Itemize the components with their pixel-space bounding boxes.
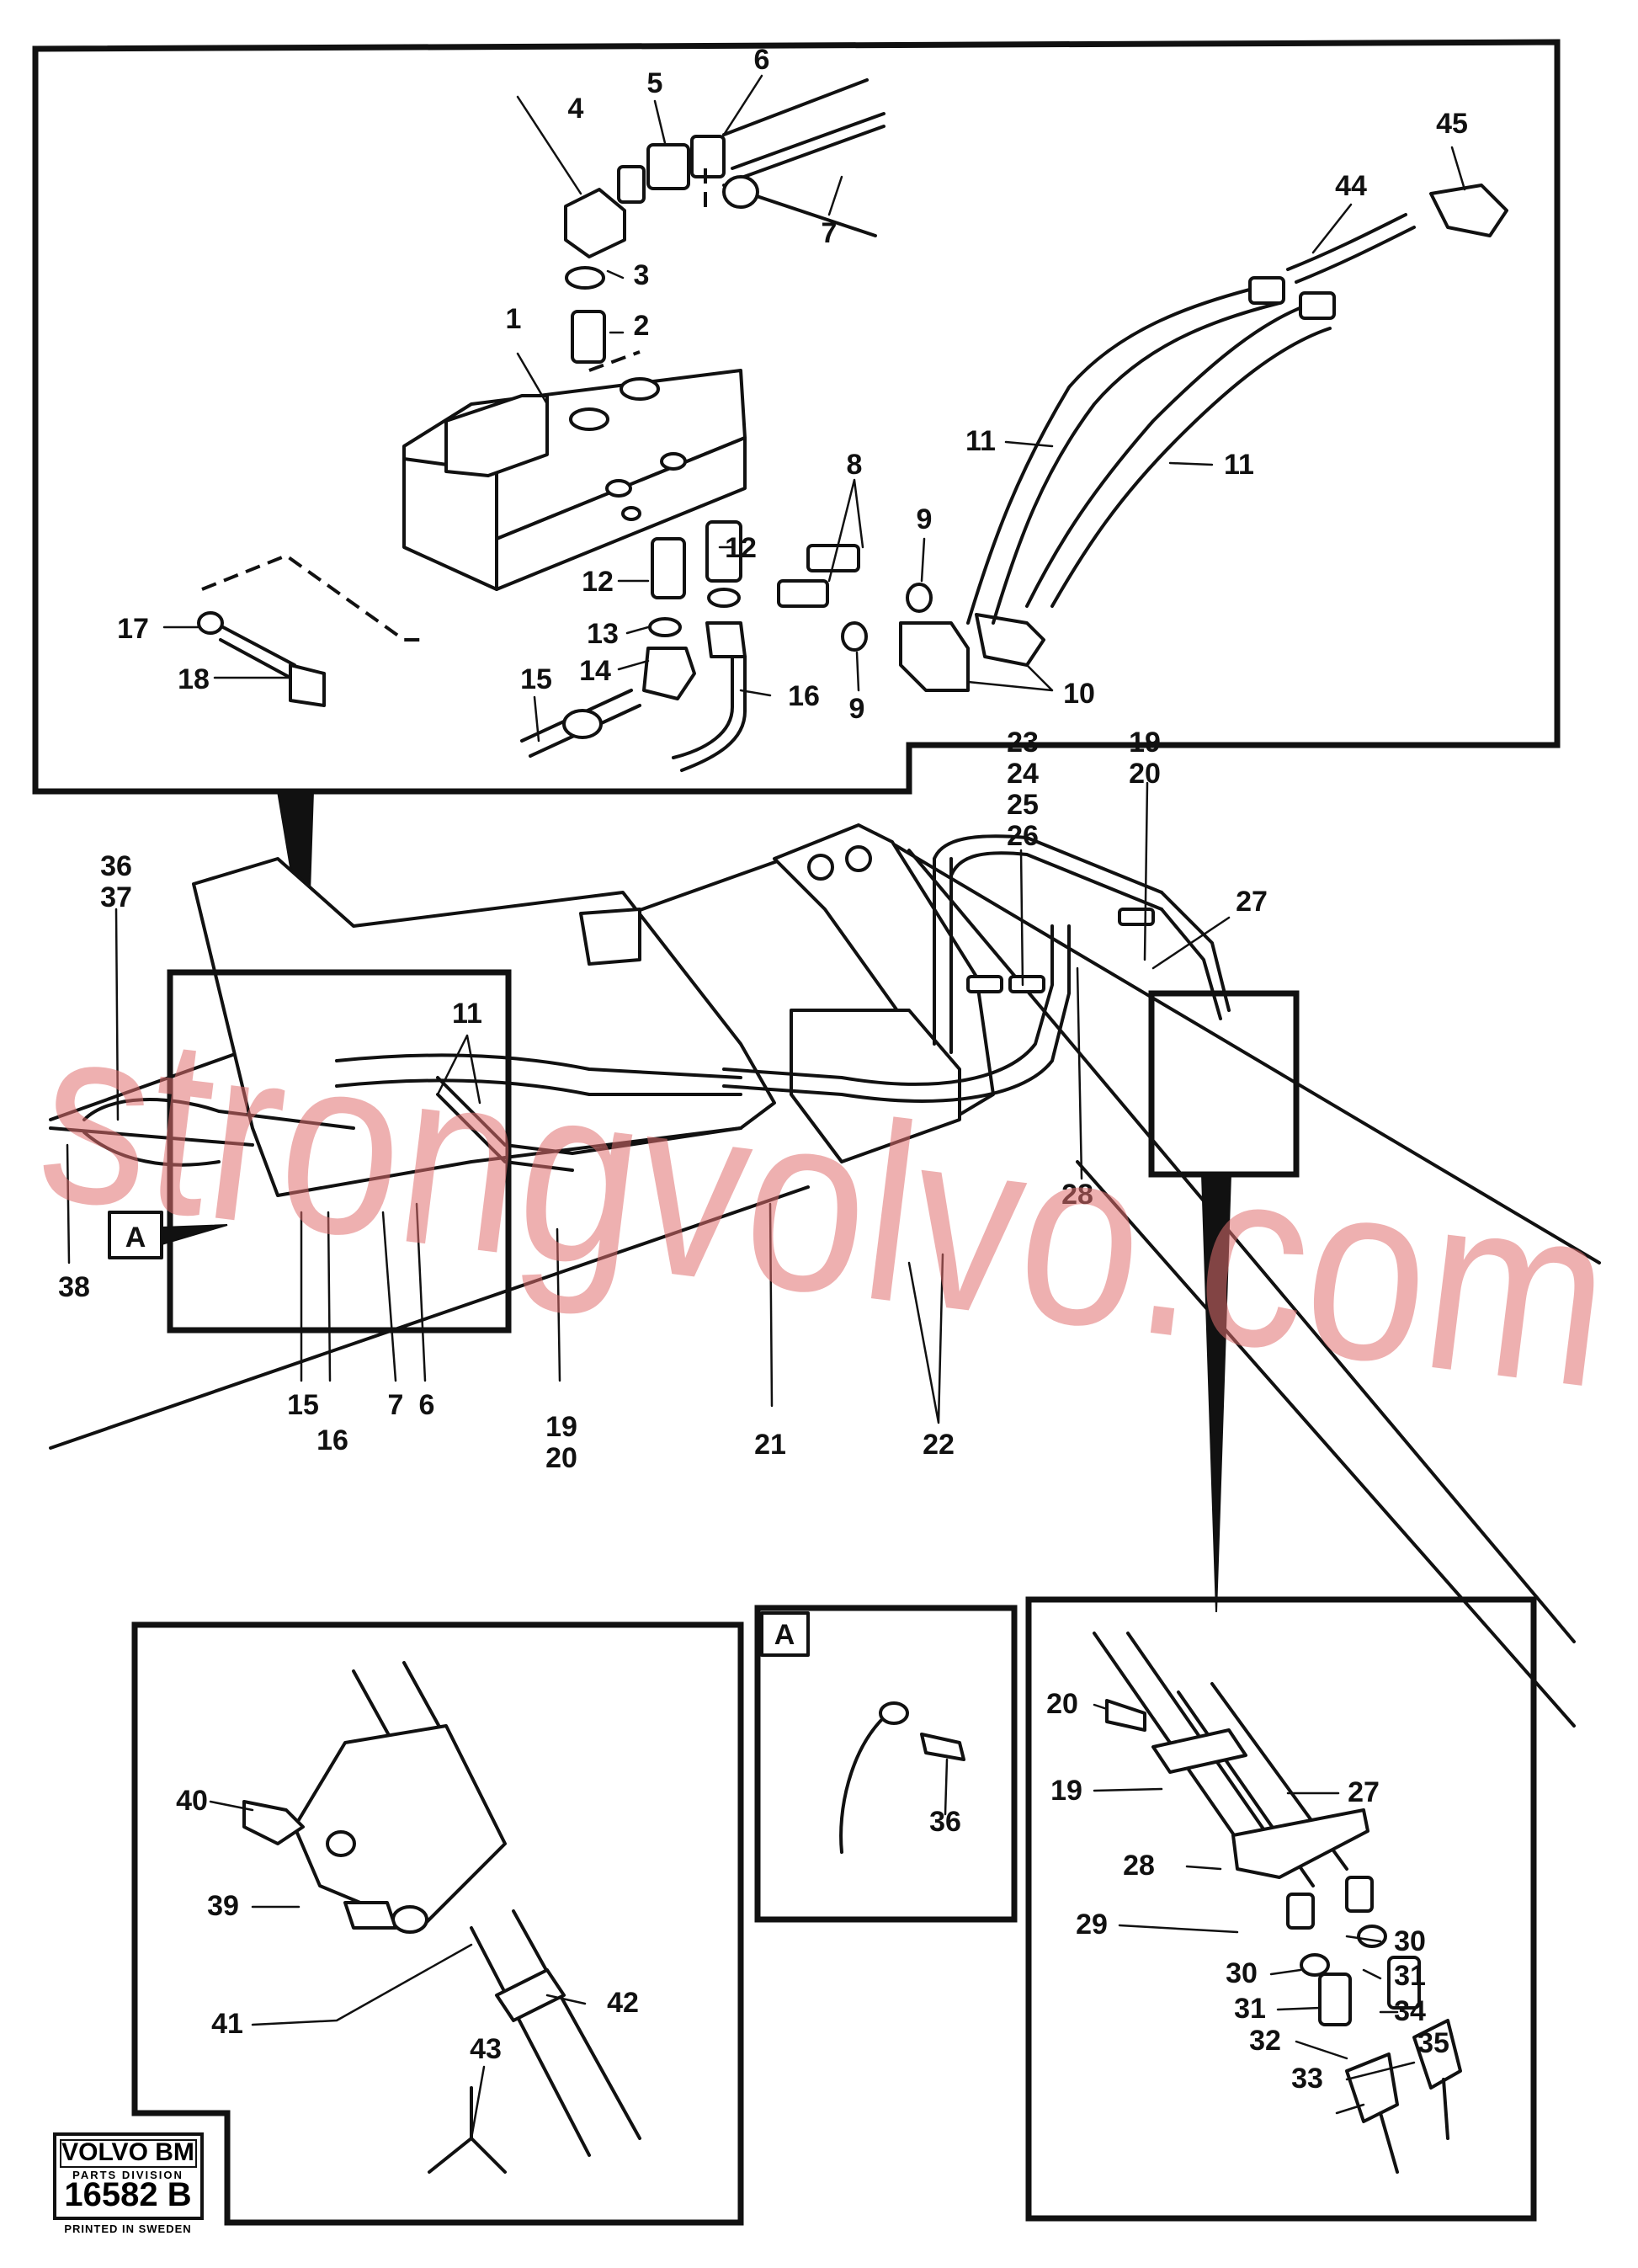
callout-31-a: 31: [1394, 1960, 1426, 1992]
callout-18: 18: [178, 663, 210, 695]
callout-36: 36: [100, 850, 132, 882]
callout-30-a: 30: [1394, 1925, 1426, 1957]
callout-7-main: 7: [388, 1389, 404, 1421]
callout-39: 39: [207, 1890, 239, 1922]
callout-20-top: 20: [1129, 758, 1161, 790]
stamp-division: PARTS DIVISION: [72, 2169, 183, 2181]
callout-11-a: 11: [965, 425, 996, 457]
callout-25: 25: [1007, 789, 1039, 821]
callout-16-main: 16: [316, 1424, 348, 1456]
callout-21: 21: [754, 1429, 786, 1461]
detail-marker-a: [108, 1211, 163, 1259]
callout-17: 17: [117, 613, 149, 645]
callout-14: 14: [579, 655, 611, 687]
callout-16: 16: [788, 680, 820, 712]
leader-lines: [66, 74, 1466, 2140]
callout-5: 5: [647, 67, 663, 99]
callout-35: 35: [1417, 2027, 1449, 2059]
callout-27: 27: [1236, 886, 1268, 918]
callout-3: 3: [634, 259, 650, 291]
callout-28: 28: [1061, 1179, 1093, 1211]
callout-10: 10: [1063, 678, 1095, 710]
callout-33: 33: [1291, 2063, 1323, 2095]
callout-11-b: 11: [1224, 449, 1254, 481]
hoses-11-44: [966, 184, 1508, 625]
bottom-right-detail: [1025, 1596, 1537, 2222]
callout-15-main: 15: [287, 1389, 319, 1421]
callout-20-detail: 20: [1046, 1688, 1078, 1720]
callout-29: 29: [1076, 1909, 1108, 1941]
tubes-6-7: [704, 78, 885, 237]
callout-19-top: 19: [1129, 727, 1161, 759]
detail-a-title: A: [774, 1619, 795, 1651]
callout-1: 1: [506, 303, 522, 335]
stamp-drawing-id: 16582 B: [64, 2176, 191, 2213]
callout-45: 45: [1436, 108, 1468, 140]
stamp-brand: VOLVO BM: [61, 2138, 194, 2166]
callout-19-main: 19: [545, 1411, 577, 1443]
callout-13: 13: [587, 618, 619, 650]
bottom-left-detail: [131, 1621, 744, 2226]
callout-41: 41: [211, 2008, 243, 2040]
valve-block: [402, 350, 747, 591]
callout-24: 24: [1007, 758, 1039, 790]
callout-8: 8: [847, 449, 863, 481]
callout-36-detail: 36: [929, 1806, 961, 1838]
callout-9-b: 9: [849, 693, 865, 725]
callout-12-a: 12: [725, 532, 757, 564]
callout-7: 7: [822, 217, 838, 249]
callout-42: 42: [607, 1987, 639, 2019]
callout-15: 15: [520, 663, 552, 695]
callout-40: 40: [176, 1785, 208, 1817]
callout-2: 2: [634, 310, 650, 342]
callout-23: 23: [1007, 727, 1039, 759]
callout-31-b: 31: [1234, 1993, 1266, 2025]
callout-19-detail: 19: [1050, 1775, 1082, 1807]
callout-4: 4: [568, 93, 584, 125]
callout-22: 22: [923, 1429, 955, 1461]
callout-6: 6: [754, 44, 770, 76]
adapters-8-9-10: [777, 544, 1045, 692]
callout-27-detail: 27: [1348, 1776, 1380, 1808]
callout-37: 37: [100, 881, 132, 913]
callout-32: 32: [1249, 2025, 1281, 2057]
stamp-footer: PRINTED IN SWEDEN: [64, 2223, 191, 2235]
callout-30-b: 30: [1226, 1957, 1258, 1989]
main-boom-view: A: [49, 823, 1601, 1728]
callout-28-detail: 28: [1123, 1850, 1155, 1882]
bottom-middle-detail-a: A: [754, 1605, 1018, 1923]
callout-43: 43: [470, 2033, 502, 2065]
callout-26: 26: [1007, 820, 1039, 852]
callout-12-b: 12: [582, 566, 614, 598]
callout-34: 34: [1394, 1995, 1426, 2027]
callout-11-main: 11: [452, 998, 482, 1030]
callout-6-main: 6: [419, 1389, 435, 1421]
callout-numbers: 1 2 3 4 5 6 7 8 9 9 10 11 11 12 12 13 14…: [58, 44, 1468, 2095]
callout-9-a: 9: [917, 503, 933, 535]
volvo-bm-stamp: VOLVO BM PARTS DIVISION 16582 B PRINTED …: [53, 2132, 204, 2235]
fittings-lower-left: [197, 520, 747, 772]
top-detail-panel: [32, 39, 1561, 969]
detail-marker-a-label: A: [125, 1222, 146, 1254]
callout-20-main: 20: [545, 1442, 577, 1474]
callout-44: 44: [1335, 170, 1367, 202]
fittings-top: [564, 135, 726, 364]
callout-38: 38: [58, 1271, 90, 1303]
